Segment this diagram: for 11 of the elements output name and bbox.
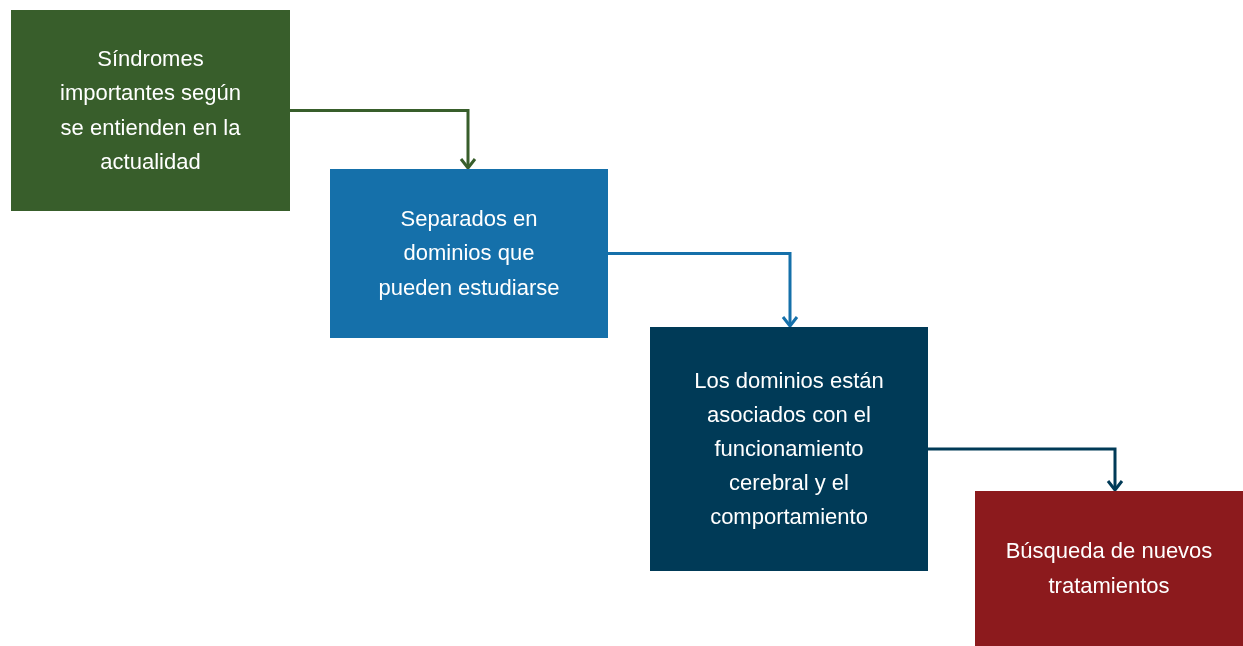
box-text: Síndromes importantes según se entienden en la actualidad	[59, 45, 242, 176]
process-box	[975, 491, 1243, 646]
process-box	[650, 327, 928, 571]
arrow	[608, 252, 799, 328]
process-box	[330, 169, 608, 338]
process-box	[11, 10, 290, 211]
arrow	[290, 109, 477, 170]
box-text: Separados en dominios que pueden estudiarse	[377, 205, 561, 302]
arrow	[928, 447, 1124, 492]
box-text: Los dominios están asociados con el funcionamiento cerebral y el comportamiento	[693, 366, 885, 532]
box-text: Búsqueda de nuevos tratamientos	[1004, 537, 1214, 600]
